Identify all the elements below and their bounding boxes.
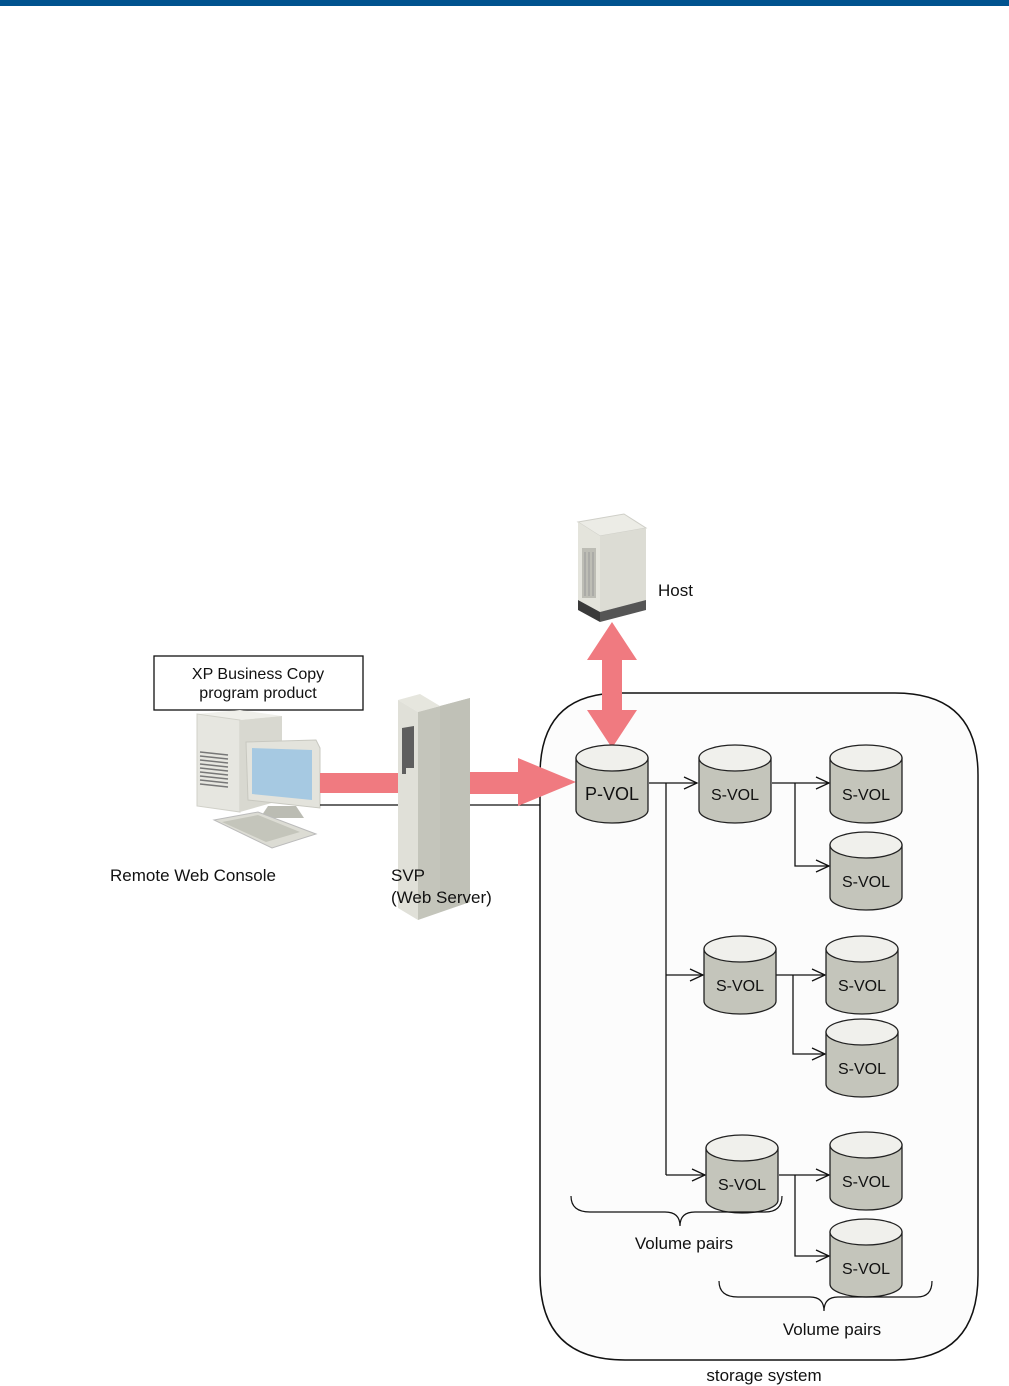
svp-label-line1: SVP bbox=[391, 866, 425, 885]
cylinder-body bbox=[829, 844, 903, 911]
cylinder-top bbox=[705, 1134, 779, 1162]
host-label: Host bbox=[658, 581, 693, 600]
cylinder-top bbox=[829, 831, 903, 859]
cylinder-body bbox=[705, 1147, 779, 1214]
console-svp-arrow-band bbox=[320, 773, 400, 793]
secondary-volume-2b-label: S-VOL bbox=[838, 1061, 886, 1078]
svp-pvol-arrow bbox=[470, 758, 576, 806]
secondary-volume-1a-label: S-VOL bbox=[842, 787, 890, 804]
secondary-volume-3a-label: S-VOL bbox=[842, 1174, 890, 1191]
svp-label-line2: (Web Server) bbox=[391, 888, 492, 907]
cylinder-body bbox=[825, 1031, 899, 1098]
software-box-line2: program product bbox=[199, 685, 317, 702]
volume-pairs-label-1: Volume pairs bbox=[635, 1234, 733, 1253]
secondary-volume-1-cylinder-icon: S-VOL bbox=[698, 744, 772, 824]
connector-lines bbox=[649, 776, 831, 1263]
secondary-volume-1b-cylinder-icon: S-VOL bbox=[829, 831, 903, 911]
storage-system-label: storage system bbox=[706, 1366, 821, 1385]
secondary-volume-2a-label: S-VOL bbox=[838, 978, 886, 995]
volume-pairs-brace-1 bbox=[570, 1195, 783, 1227]
secondary-volume-2b-cylinder-icon: S-VOL bbox=[825, 1018, 899, 1098]
cylinder-body bbox=[698, 757, 772, 824]
cylinder-top bbox=[825, 1018, 899, 1046]
host-pvol-double-arrow bbox=[587, 622, 637, 748]
host-server-icon bbox=[576, 513, 648, 622]
desktop-computer-icon bbox=[196, 710, 321, 849]
primary-volume-cylinder-icon: P-VOL bbox=[575, 744, 649, 824]
cylinder-top bbox=[703, 935, 777, 963]
cylinder-top bbox=[829, 1218, 903, 1246]
cylinder-body bbox=[703, 948, 777, 1015]
console-label: Remote Web Console bbox=[110, 866, 276, 885]
cylinder-top bbox=[829, 1131, 903, 1159]
volume-pairs-label-2: Volume pairs bbox=[783, 1320, 881, 1339]
cylinder-top bbox=[575, 744, 649, 772]
software-box-line1: XP Business Copy bbox=[192, 666, 324, 683]
secondary-volume-1b-label: S-VOL bbox=[842, 874, 890, 891]
primary-volume-label: P-VOL bbox=[585, 784, 639, 804]
cylinder-top bbox=[829, 744, 903, 772]
secondary-volume-3b-label: S-VOL bbox=[842, 1261, 890, 1278]
cylinder-body bbox=[575, 757, 649, 824]
cylinder-top bbox=[698, 744, 772, 772]
secondary-volume-2-cylinder-icon: S-VOL bbox=[703, 935, 777, 1015]
secondary-volume-1a-cylinder-icon: S-VOL bbox=[829, 744, 903, 824]
software-box bbox=[153, 655, 364, 711]
header-bar bbox=[0, 0, 1009, 6]
volume-pairs-brace-2 bbox=[718, 1280, 933, 1312]
secondary-volume-2a-cylinder-icon: S-VOL bbox=[825, 935, 899, 1015]
secondary-volume-3-label: S-VOL bbox=[718, 1177, 766, 1194]
secondary-volume-3a-cylinder-icon: S-VOL bbox=[829, 1131, 903, 1211]
secondary-volume-2-label: S-VOL bbox=[716, 978, 764, 995]
cylinder-body bbox=[829, 1144, 903, 1211]
svp-server-icon bbox=[398, 694, 470, 920]
secondary-volume-3-cylinder-icon: S-VOL bbox=[705, 1134, 779, 1214]
cylinder-body bbox=[825, 948, 899, 1015]
cylinder-body bbox=[829, 757, 903, 824]
secondary-volume-1-label: S-VOL bbox=[711, 787, 759, 804]
secondary-volume-3b-cylinder-icon: S-VOL bbox=[829, 1218, 903, 1298]
cylinder-top bbox=[825, 935, 899, 963]
